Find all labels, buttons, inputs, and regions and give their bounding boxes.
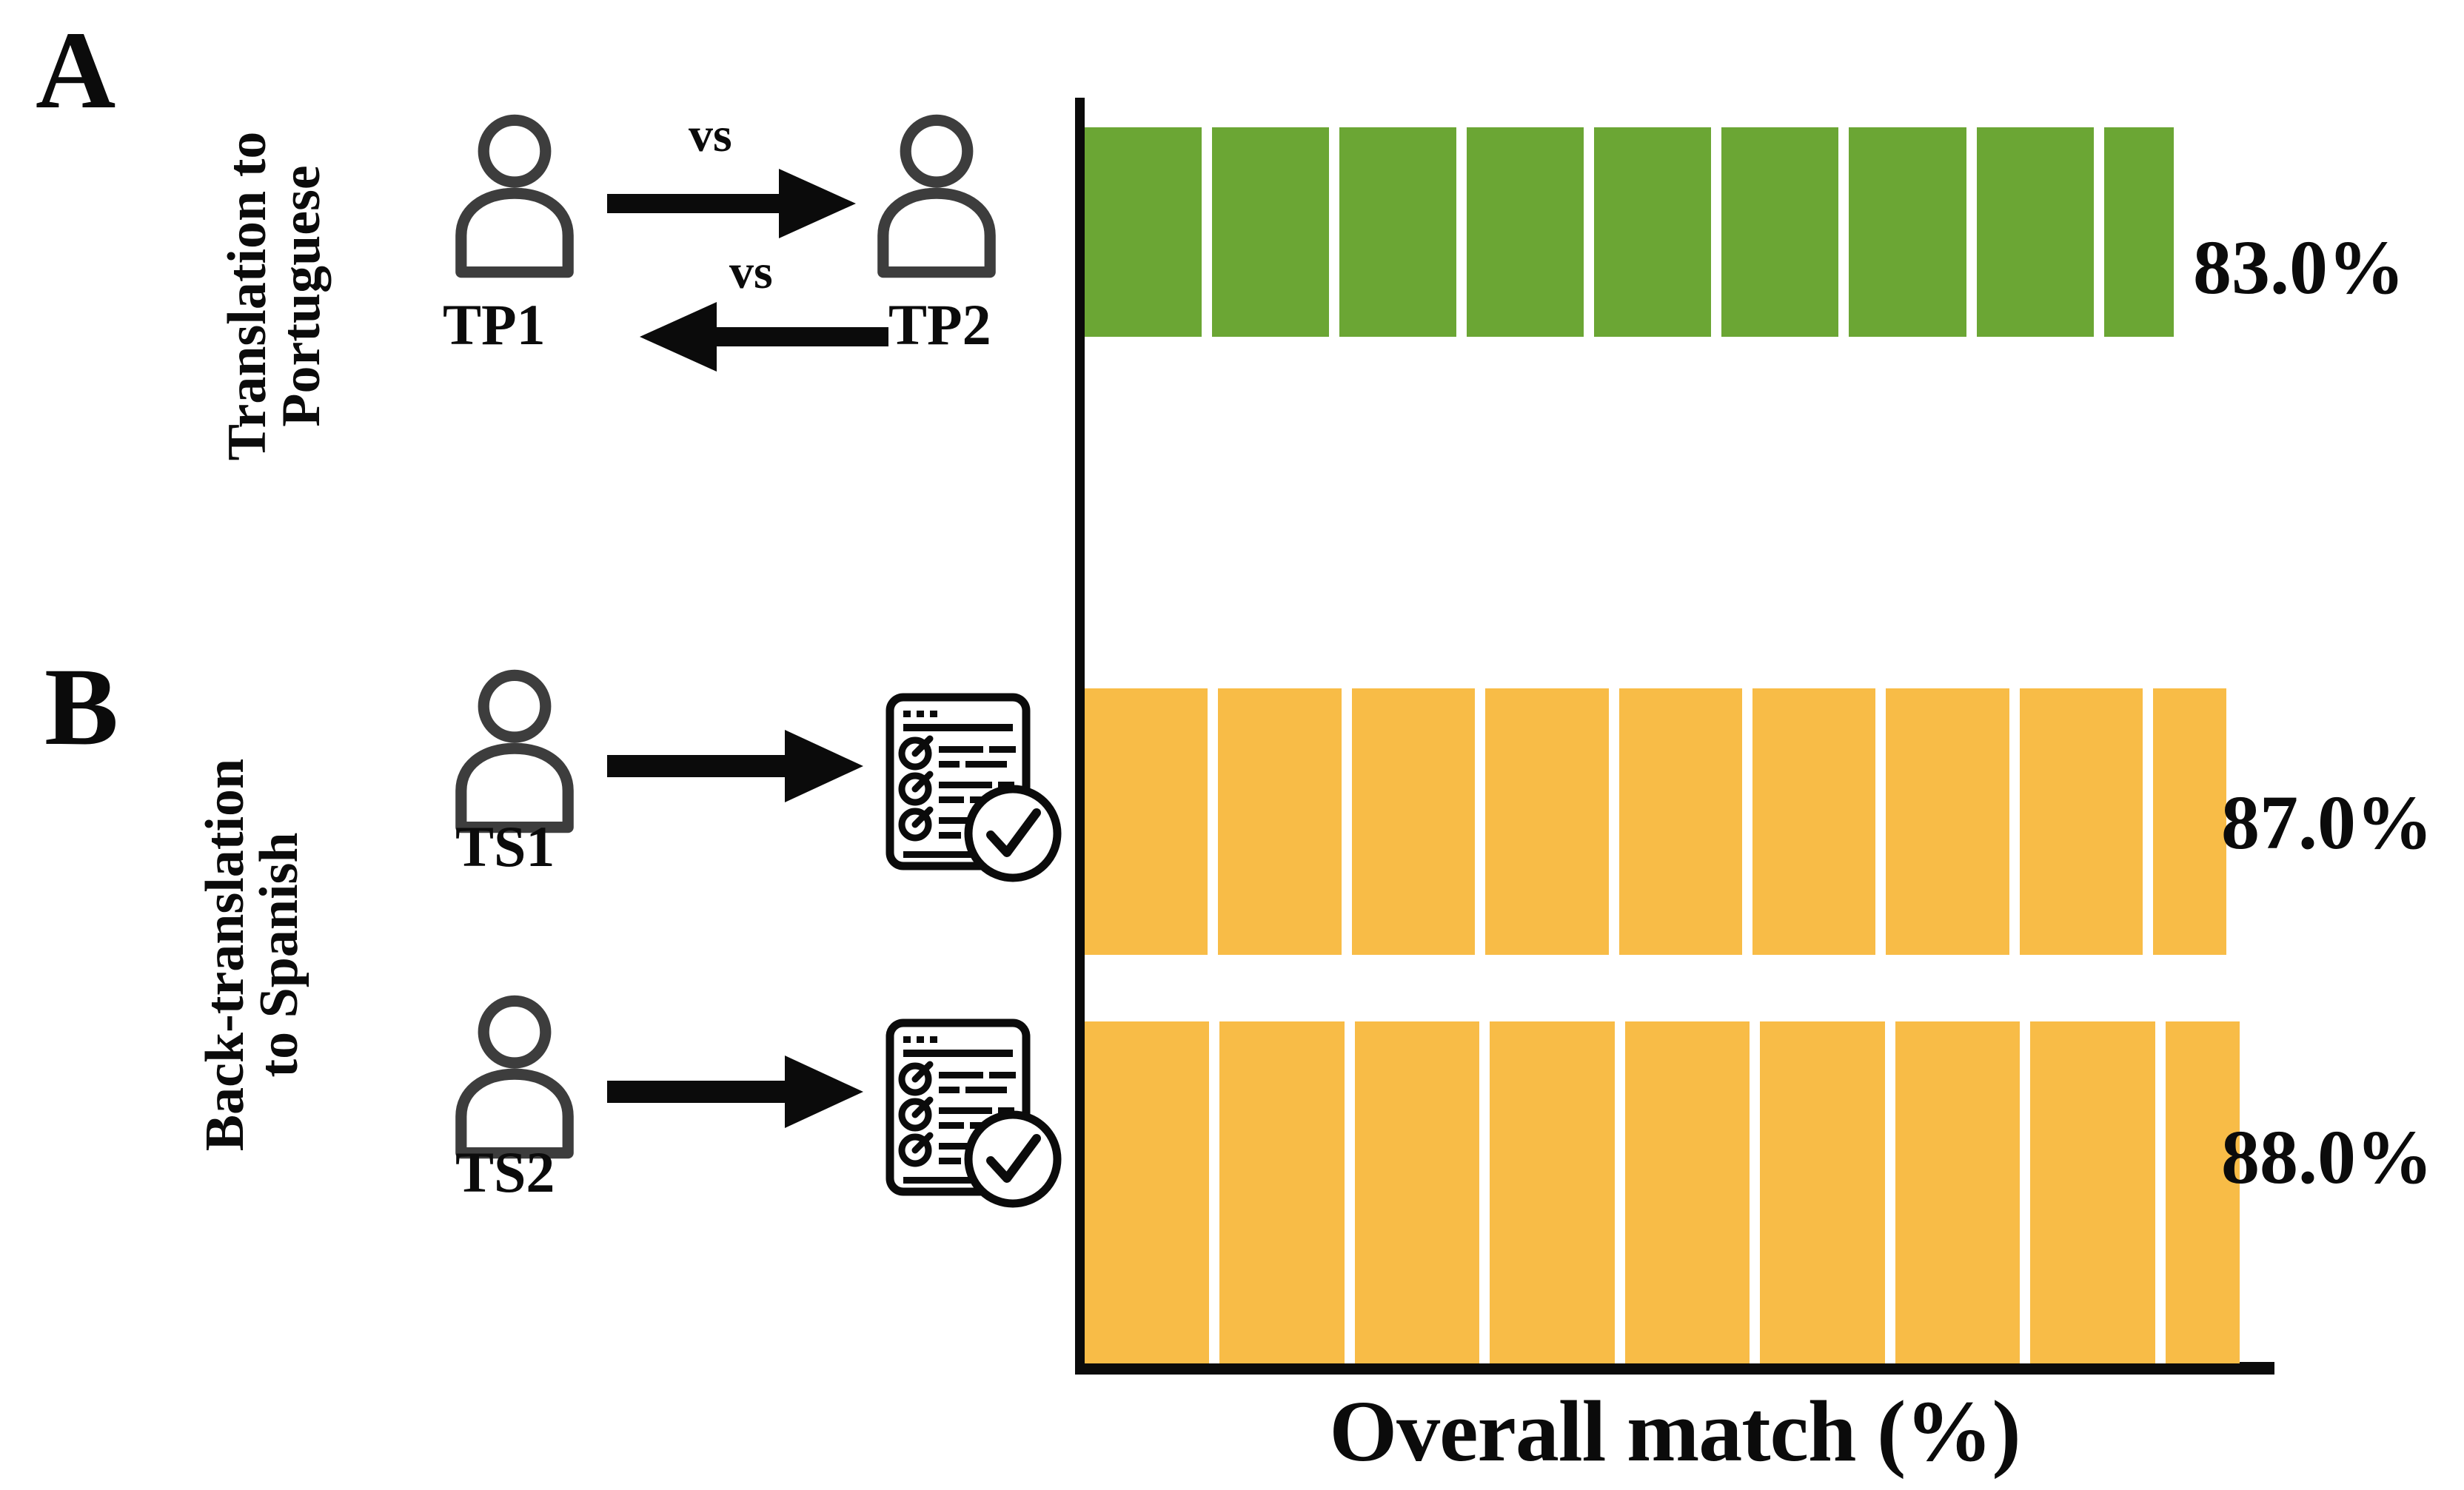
check-circle-icon <box>964 785 1062 882</box>
panel-b-row-label-line-1: Back-translation <box>195 758 255 1152</box>
checklist-document-icon-1 <box>881 688 1074 888</box>
bar-segment <box>1467 127 1595 337</box>
bar-segment <box>2153 688 2227 955</box>
bar-backtranslation-ts1 <box>1085 688 2227 955</box>
bar-segment <box>1339 127 1467 337</box>
panel-a-row-label-line-1: Translation to <box>217 131 278 461</box>
bar-value-translation-portuguese: 83.0% <box>2193 225 2405 310</box>
panel-letter-b: B <box>44 645 119 768</box>
panel-letter-a: A <box>36 9 116 132</box>
bar-segment <box>1594 127 1722 337</box>
bar-segment <box>2103 127 2175 337</box>
chart-y-axis <box>1075 98 1085 1371</box>
vs-label-bottom: vs <box>729 245 773 299</box>
panel-a-row-label: Translation to Portuguese <box>217 30 332 563</box>
bar-segment <box>1618 688 1752 955</box>
bar-segment <box>1976 127 2104 337</box>
bar-segment <box>1351 688 1486 955</box>
bar-backtranslation-ts2 <box>1085 1021 2240 1363</box>
arrow-right-icon-tp1-to-tp2 <box>607 163 859 244</box>
bar-segment <box>1085 127 1213 337</box>
bar-segment <box>2019 688 2153 955</box>
arrow-right-icon-ts1-to-questionnaire <box>607 725 866 807</box>
bar-segment <box>1624 1021 1761 1363</box>
bar-segment <box>1721 127 1849 337</box>
bar-segment <box>1895 1021 2031 1363</box>
bar-segment <box>1886 688 2020 955</box>
bar-segment <box>1354 1021 1490 1363</box>
panel-b-row-label: Back-translation to Spanish <box>195 629 309 1281</box>
label-tp2: TP2 <box>888 292 991 357</box>
chart-x-axis-title: Overall match (%) <box>1329 1383 2021 1480</box>
person-icon-tp1 <box>444 111 585 281</box>
bar-segment <box>1212 127 1340 337</box>
person-icon-ts1 <box>444 666 585 836</box>
bar-segment <box>1849 127 1977 337</box>
panel-a-row-label-line-2: Portuguese <box>270 165 332 427</box>
bar-segment <box>2030 1021 2166 1363</box>
vs-label-top: vs <box>689 108 732 162</box>
checklist-document-icon-2 <box>881 1014 1074 1214</box>
bar-segment <box>1752 688 1886 955</box>
bar-segment <box>1490 1021 1625 1363</box>
label-tp1: TP1 <box>443 292 546 357</box>
bar-translation-portuguese <box>1085 127 2175 337</box>
chart-x-axis <box>1075 1362 2274 1375</box>
arrow-right-icon-ts2-to-questionnaire <box>607 1051 866 1132</box>
person-icon-tp2 <box>866 111 1007 281</box>
bar-segment <box>1085 688 1219 955</box>
bar-value-backtranslation-ts2: 88.0% <box>2221 1115 2433 1200</box>
arrow-left-icon-tp2-to-tp1 <box>637 296 888 377</box>
bar-segment <box>2165 1021 2240 1363</box>
bar-segment <box>1219 1021 1355 1363</box>
bar-segment <box>1218 688 1352 955</box>
person-icon-ts2 <box>444 992 585 1162</box>
bar-value-backtranslation-ts1: 87.0% <box>2221 780 2433 865</box>
label-ts1: TS1 <box>455 814 555 879</box>
check-circle-icon <box>964 1110 1062 1208</box>
bar-segment <box>1485 688 1619 955</box>
bar-segment <box>1085 1021 1220 1363</box>
label-ts2: TS2 <box>455 1140 555 1204</box>
panel-b-row-label-line-2: to Spanish <box>248 832 309 1078</box>
bar-segment <box>1760 1021 1895 1363</box>
